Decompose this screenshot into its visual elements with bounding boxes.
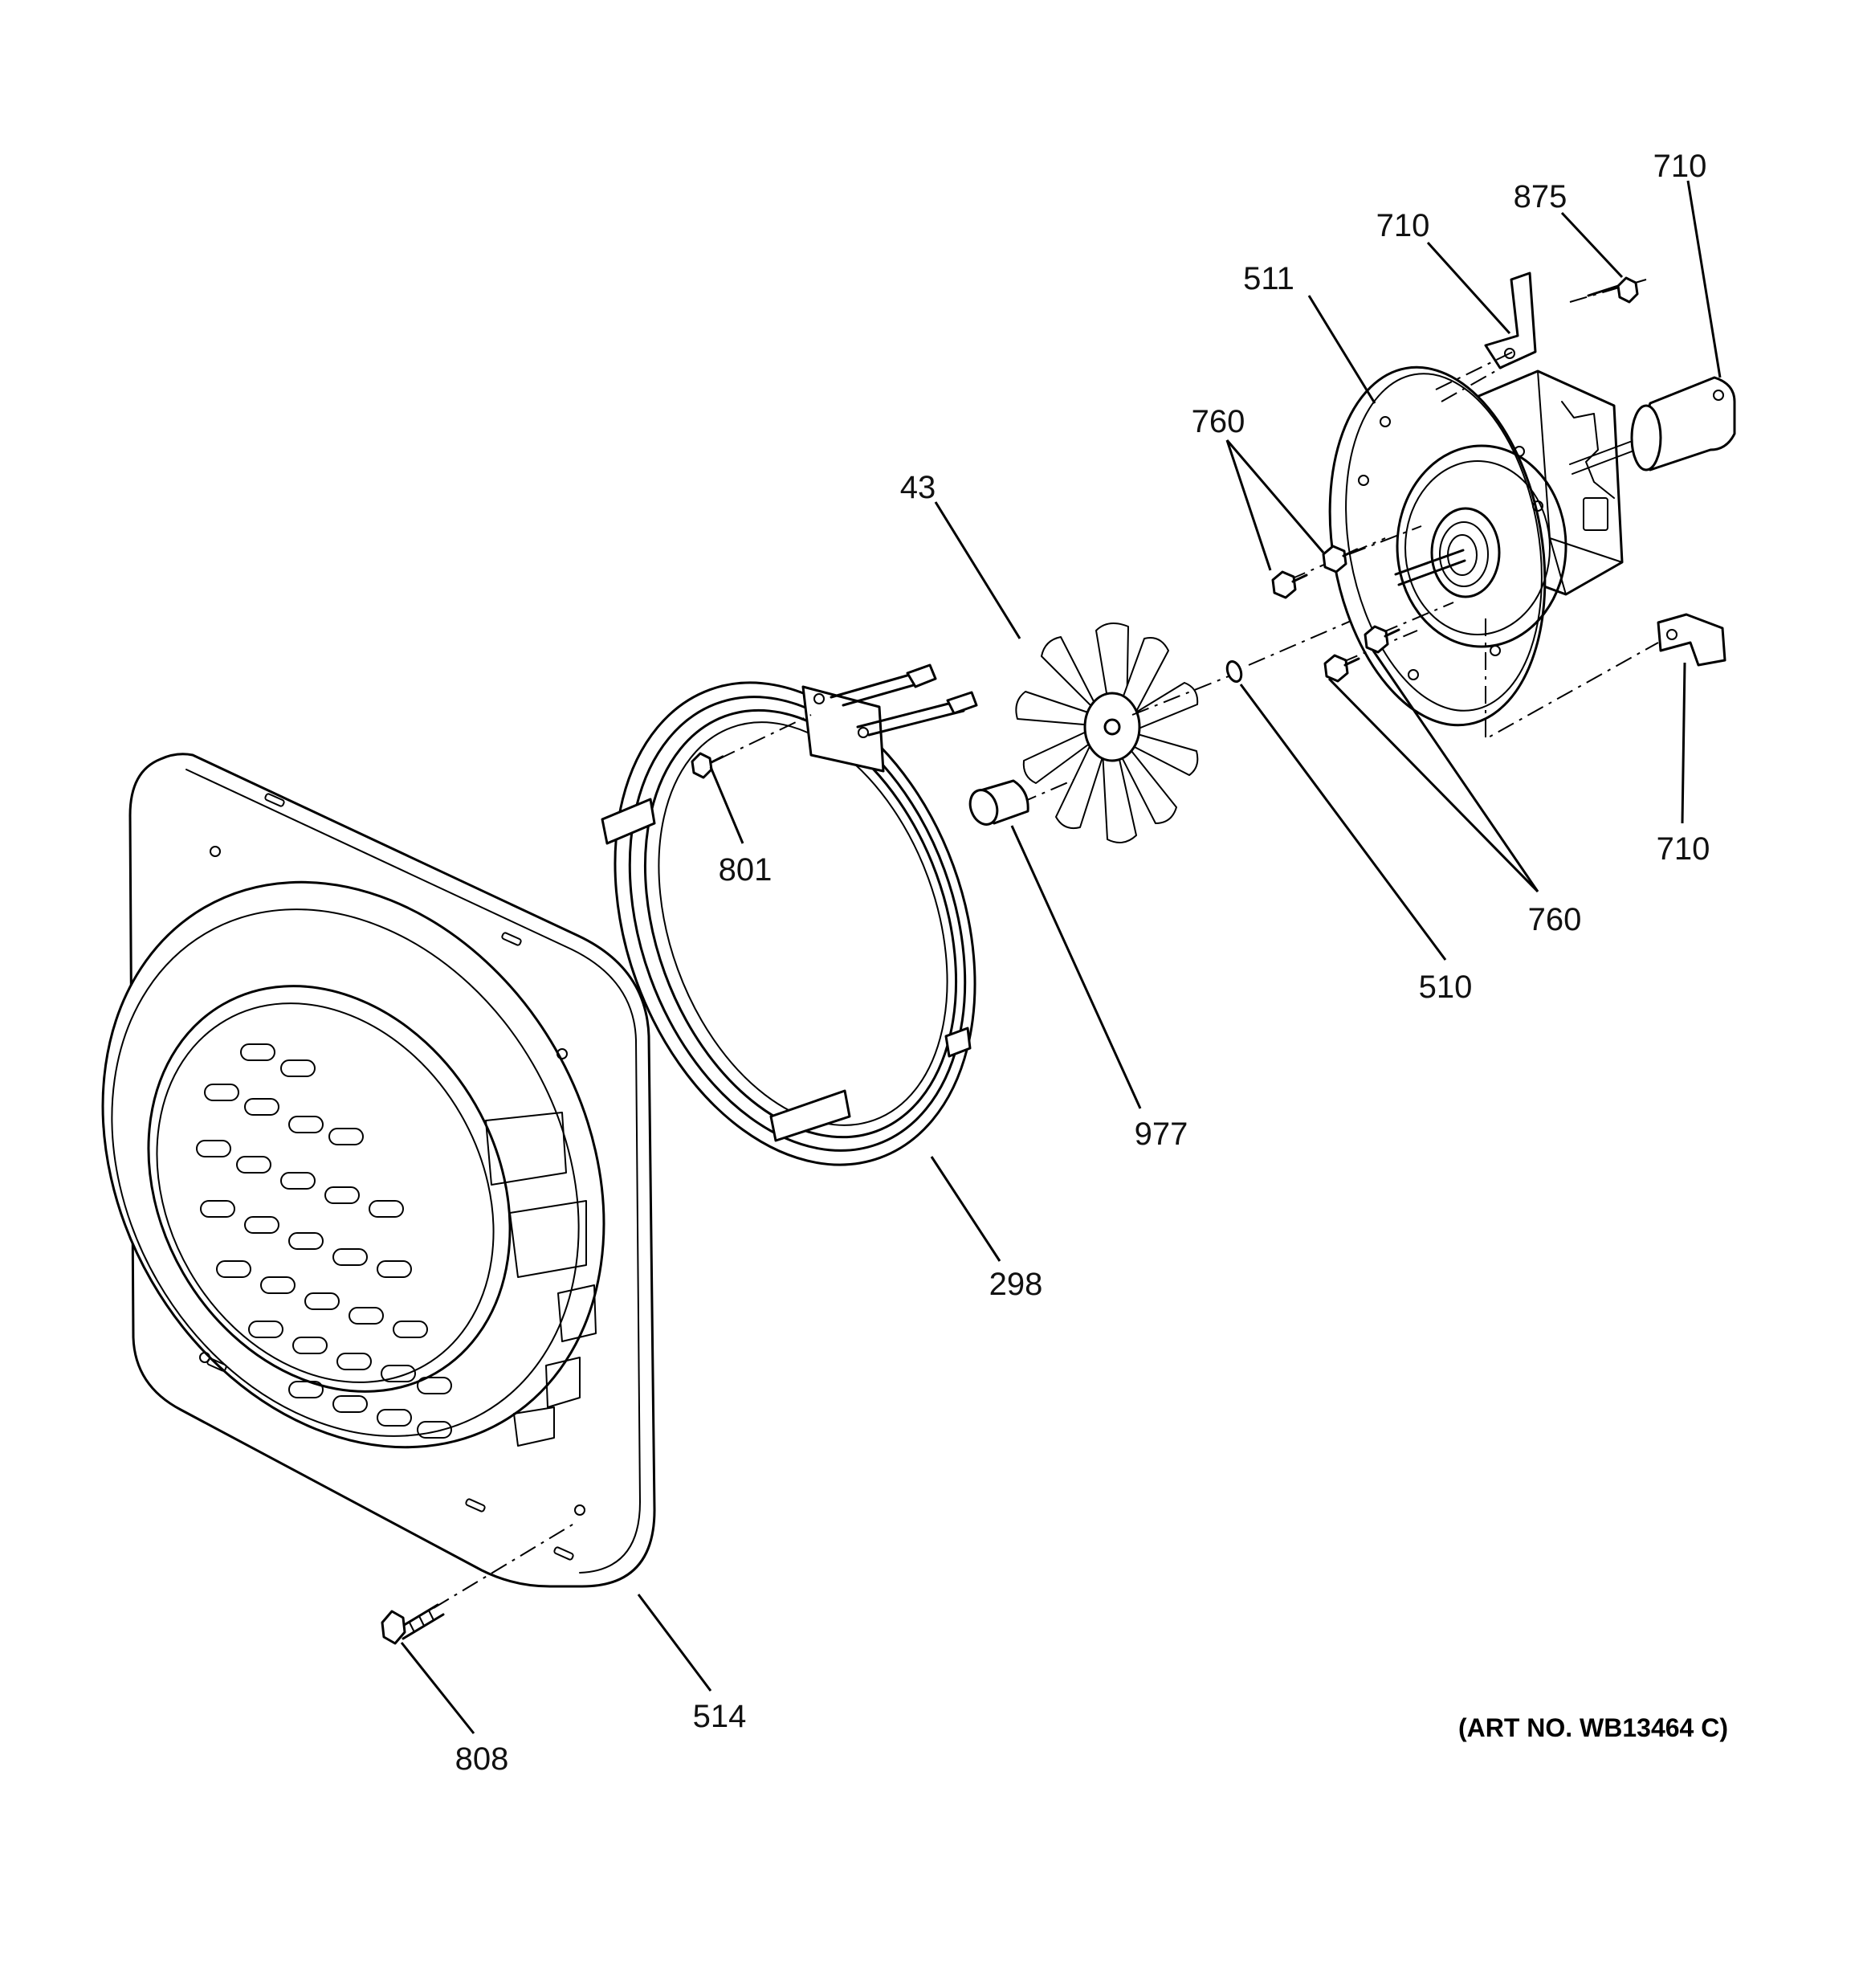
label-808: 808 (455, 1741, 509, 1777)
callout-leader-lines (400, 180, 1722, 1734)
label-43: 43 (900, 470, 936, 505)
part-43-convection-fan (1015, 623, 1237, 843)
part-977-fan-nut (968, 761, 1117, 826)
part-760-screws (1271, 525, 1454, 683)
label-511: 511 (1243, 261, 1294, 296)
label-710-bracket-top: 710 (1376, 208, 1430, 243)
label-510: 510 (1419, 970, 1473, 1005)
label-801: 801 (719, 852, 773, 888)
label-760-upper: 760 (1192, 404, 1245, 439)
part-808-screw (381, 1521, 577, 1645)
label-875: 875 (1514, 179, 1567, 214)
part-710-brackets (1441, 271, 1736, 741)
part-514-baffle-panel (101, 753, 656, 1588)
part-298-heating-element (601, 663, 978, 1166)
label-514: 514 (693, 1699, 747, 1734)
label-298: 298 (989, 1267, 1043, 1302)
label-977: 977 (1135, 1116, 1188, 1152)
label-710-top-right: 710 (1653, 149, 1707, 184)
label-760-lower: 760 (1528, 902, 1582, 937)
callout-labels: 710 875 710 511 760 43 801 710 760 510 9… (455, 149, 1728, 1777)
art-number: (ART NO. WB13464 C) (1458, 1713, 1728, 1742)
part-875-screw (1435, 276, 1647, 390)
part-511-fan-motor (1328, 365, 1624, 727)
label-710-bracket-bottom: 710 (1657, 831, 1710, 867)
